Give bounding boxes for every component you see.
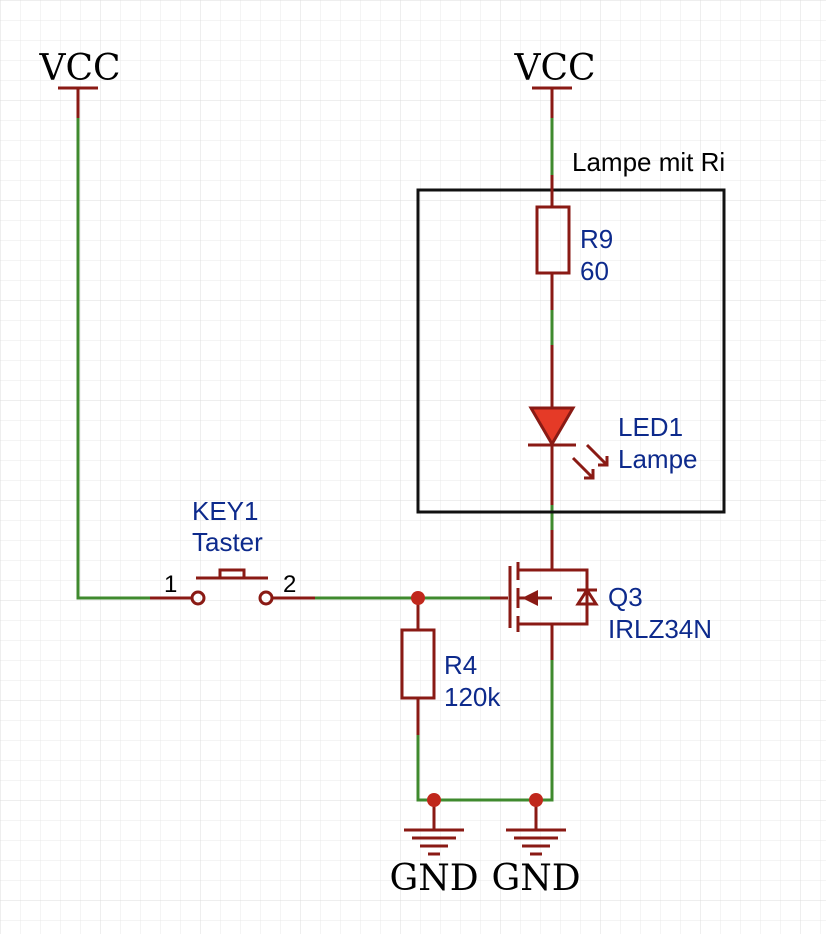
led-led1: LED1 Lampe: [528, 345, 698, 505]
r4-ref: R4: [444, 650, 477, 680]
lamp-group-label: Lampe mit Ri: [572, 147, 725, 177]
gnd-label-left: GND: [389, 858, 478, 899]
gnd-symbol-right: GND: [491, 800, 581, 899]
vcc-label-left: VCC: [38, 48, 120, 89]
lamp-group-box: Lampe mit Ri: [416, 147, 726, 514]
vcc-label-right: VCC: [513, 48, 595, 89]
pushbutton-key1: KEY1 Taster 1 2: [150, 496, 315, 606]
q3-value: IRLZ34N: [608, 614, 712, 644]
resistor-r4: R4 120k: [400, 598, 501, 735]
key1-pin1: 1: [164, 571, 177, 598]
vcc-symbol-right: VCC: [513, 48, 596, 118]
led1-ref: LED1: [618, 412, 683, 442]
wire-r4-to-gnd: [416, 660, 554, 802]
vcc-symbol-left: VCC: [38, 48, 121, 118]
gnd-label-right: GND: [491, 858, 580, 899]
gnd-symbol-left: GND: [389, 800, 479, 899]
key1-pin2: 2: [283, 571, 296, 598]
r4-value: 120k: [444, 682, 501, 712]
junction-gate: [411, 591, 425, 605]
q3-ref: Q3: [608, 582, 643, 612]
key1-value: Taster: [192, 527, 263, 557]
junction-gnd-left: [427, 793, 441, 807]
junction-gnd-right: [529, 793, 543, 807]
wire-vcc-left-to-key1: [76, 118, 150, 600]
key1-ref: KEY1: [192, 496, 259, 526]
body-diode-triangle: [575, 587, 599, 606]
resistor-r9: R9 60: [535, 175, 613, 310]
r9-value: 60: [580, 256, 609, 286]
r9-ref: R9: [580, 224, 613, 254]
led-triangle: [528, 406, 576, 447]
mosfet-q3: Q3 IRLZ34N: [490, 530, 712, 660]
led1-value: Lampe: [618, 444, 698, 474]
led-emission-arrows-icon: [571, 443, 609, 480]
junctions: [411, 591, 543, 807]
mosfet-arrow: [522, 590, 538, 606]
